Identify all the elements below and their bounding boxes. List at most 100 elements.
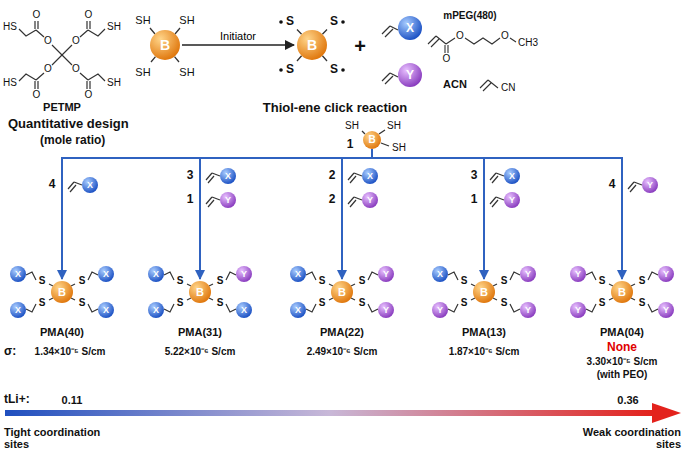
vinyl-bond (354, 173, 362, 176)
atom-label: S (39, 275, 46, 287)
sphere-letter: X (509, 172, 515, 181)
monomer-x-sphere: X (504, 168, 520, 184)
vinyl-groups (382, 73, 398, 84)
conductivity-value: 1.34×10⁻⁵ S/cm (35, 346, 106, 358)
monomer-x-sphere: X (82, 177, 98, 193)
monomer-x-sphere: X (98, 302, 114, 318)
atom-label: HS (3, 77, 17, 89)
atom-label: O (85, 89, 93, 101)
petmp-structure (19, 55, 62, 89)
atom-label: SH (135, 14, 150, 27)
alkyl-chain (448, 304, 458, 312)
petmp-structure (19, 21, 62, 55)
design-branch (372, 149, 484, 279)
monomer-x-sphere: X (10, 302, 26, 318)
vinyl-bond (496, 197, 504, 200)
polymer-name: PMA(22) (320, 326, 364, 339)
core-sphere: B (363, 131, 381, 149)
alkyl-chain (226, 304, 236, 312)
sphere-letter: X (103, 306, 109, 315)
atom-label: S (217, 297, 224, 309)
gradient-arrow (5, 403, 681, 423)
edge-label: Initiator (218, 30, 258, 42)
monomer-y-sphere: Y (520, 302, 536, 318)
section-subtitle: (mole ratio) (40, 134, 105, 148)
monomer-y-sphere: Y (658, 266, 674, 282)
atom-label: SH (387, 120, 401, 132)
atom-label: S (79, 275, 86, 287)
monomer-x-sphere: X (290, 302, 306, 318)
sphere-letter: X (295, 306, 301, 315)
atom-label: S (319, 275, 326, 287)
design-branch (200, 149, 372, 279)
alkyl-chain (164, 304, 174, 312)
atom-label: O (72, 35, 80, 47)
alkyl-chain (586, 272, 596, 280)
alkyl-chain (648, 304, 658, 312)
monomer-y-sphere: Y (504, 192, 520, 208)
monomer-x-sphere: X (398, 16, 422, 40)
monomer-y-sphere: Y (642, 177, 658, 193)
compound-name: mPEG(480) (443, 10, 496, 22)
section-title: Thiol-ene click reaction (263, 101, 408, 116)
sphere-letter: B (480, 287, 488, 298)
vinyl-bond (492, 200, 498, 207)
polymer-name: PMA(40) (40, 326, 84, 339)
sphere-letter: Y (241, 270, 247, 279)
monomer-y-sphere: Y (520, 266, 536, 282)
reaction-arrow (182, 44, 294, 46)
sphere-letter: Y (383, 306, 389, 315)
core-sphere: B (189, 281, 211, 303)
atom-label: S (79, 297, 86, 309)
vinyl-bond (70, 185, 76, 192)
sphere-letter: Y (663, 306, 669, 315)
thioether-bond (209, 298, 213, 300)
monomer-x-sphere: X (236, 302, 252, 318)
sphere-letter: X (153, 270, 159, 279)
vinyl-bond (354, 197, 362, 200)
atom-label: S (461, 297, 468, 309)
atom-label: SH (392, 142, 406, 154)
thioether-bond (493, 298, 497, 300)
atom-label: O (33, 89, 41, 101)
alkyl-chain (510, 272, 520, 280)
conductivity-value: 2.49×10⁻⁶ S/cm (307, 346, 378, 358)
sphere-letter: Y (525, 306, 531, 315)
atom-label: S (501, 275, 508, 287)
status-note: None (607, 341, 637, 355)
transference-value: 0.11 (62, 394, 83, 407)
acn-structure (480, 80, 498, 91)
atom-label: S (330, 15, 338, 29)
vinyl-bond (350, 200, 356, 207)
alkyl-chain (88, 272, 98, 280)
gradient-label: Tight coordination sites (4, 426, 108, 450)
section-title: Quantitative design (8, 117, 129, 132)
monomer-x-sphere: X (10, 266, 26, 282)
axis-label: σ: (4, 345, 16, 359)
atom-label: S (286, 63, 294, 77)
thiol-bonds (150, 28, 389, 146)
thioether-bond (631, 298, 635, 300)
sphere-letter: B (338, 287, 346, 298)
alkyl-chain (306, 272, 316, 280)
thioether-bond (351, 298, 355, 300)
monomer-y-sphere: Y (220, 192, 236, 208)
atom-label: S (599, 275, 606, 287)
atom-label: SH (345, 120, 359, 132)
transference-value: 0.36 (617, 394, 638, 407)
conductivity-value: 3.30×10⁻⁵ S/cm (587, 356, 658, 368)
atom-label: S (217, 275, 224, 287)
radical-dots (341, 68, 345, 72)
monomer-y-sphere: Y (432, 302, 448, 318)
core-sphere: B (331, 281, 353, 303)
vinyl-bond (350, 176, 356, 183)
sphere-letter: X (103, 270, 109, 279)
sphere-letter: Y (437, 306, 443, 315)
alkyl-chain (368, 272, 378, 280)
atom-label: SH (107, 77, 121, 89)
sphere-letter: Y (575, 270, 581, 279)
ratio-number: 2 (329, 193, 336, 207)
atom-label: SH (135, 66, 150, 79)
ratio-number: 1 (471, 193, 478, 207)
